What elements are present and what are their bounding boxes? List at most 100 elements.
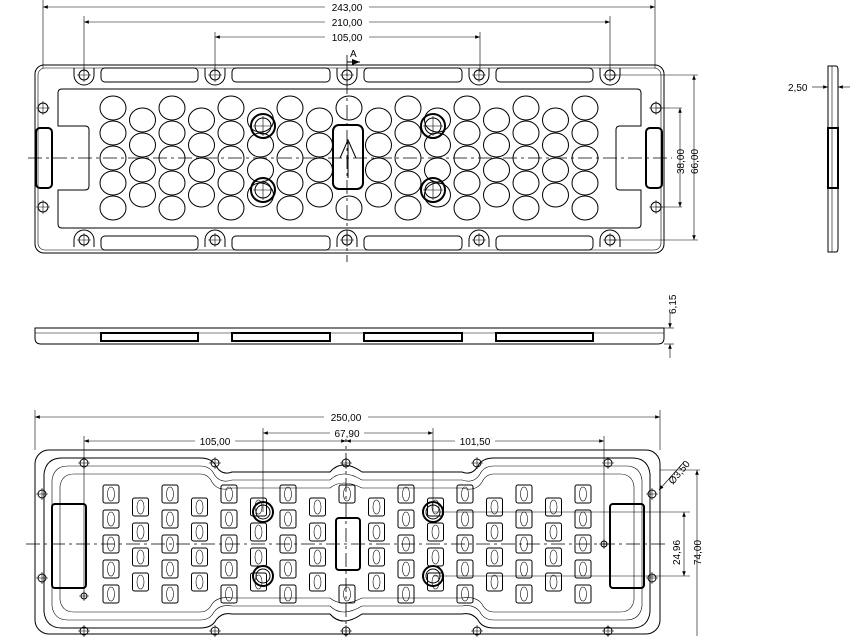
port-slot-icon: [166, 536, 174, 552]
port-slot-icon: [431, 524, 440, 540]
cable-port-circle: [99, 120, 127, 146]
cable-port-circle: [335, 195, 363, 221]
mount-hole-icon-cross: [471, 457, 483, 469]
port-slot-icon: [166, 511, 174, 527]
mount-hole-icon-cross: [471, 625, 483, 637]
cable-port-circle: [453, 95, 481, 121]
boss-ring: [250, 113, 276, 139]
cable-port-circle: [188, 132, 215, 158]
port-square: [545, 497, 562, 517]
port-square: [368, 547, 385, 567]
cable-port-circle: [571, 170, 599, 196]
port-slot-icon: [461, 586, 469, 602]
cable-port-circle: [276, 170, 304, 196]
port-slot-icon: [402, 561, 410, 577]
cable-port-circle: [158, 195, 186, 221]
port-slot-icon: [549, 524, 558, 540]
port-slot-icon: [490, 499, 499, 515]
dim-38: 38,00: [676, 149, 687, 174]
port-square: [250, 497, 267, 517]
boss-ring: [250, 177, 276, 203]
bottom-outer-outline: [34, 449, 661, 635]
port-square: [397, 559, 415, 579]
port-square: [574, 584, 592, 604]
cable-port-circle: [571, 95, 599, 121]
cable-port-circle: [188, 182, 215, 208]
front-slot: [495, 332, 594, 342]
boss-ring: [420, 177, 446, 203]
cable-port-circle: [394, 195, 422, 221]
port-square: [574, 484, 592, 504]
port-square: [279, 584, 297, 604]
cable-port-circle: [247, 132, 274, 158]
port-square: [102, 484, 120, 504]
port-square: [191, 522, 208, 542]
cable-port-circle: [512, 120, 540, 146]
port-slot-icon: [136, 574, 145, 590]
port-slot-icon: [431, 499, 440, 515]
port-slot-icon: [225, 561, 233, 577]
port-slot-icon: [579, 486, 587, 502]
bottom-right-handle-slot: [609, 503, 645, 589]
top-slot: [100, 67, 199, 83]
cable-port-circle: [306, 107, 333, 133]
port-square: [191, 572, 208, 592]
boss-hole-icon-cross: [253, 116, 273, 136]
top-outer-inner-outline: [37, 67, 662, 251]
port-slot-icon: [166, 486, 174, 502]
cable-port-circle: [217, 195, 245, 221]
cable-port-circle: [483, 182, 510, 208]
port-square: [161, 484, 179, 504]
dim-250: 250,00: [331, 413, 362, 424]
port-square: [368, 522, 385, 542]
screw-hole-icon-cross: [472, 68, 486, 82]
port-square: [574, 534, 592, 554]
cable-port-circle: [217, 120, 245, 146]
dim-66: 66,00: [690, 149, 701, 174]
cable-port-circle: [129, 182, 156, 208]
port-slot-icon: [372, 499, 381, 515]
port-square: [397, 484, 415, 504]
port-square: [279, 559, 297, 579]
cable-port-circle: [306, 132, 333, 158]
cable-port-circle: [99, 170, 127, 196]
port-square: [309, 497, 326, 517]
port-slot-icon: [490, 524, 499, 540]
top-slot: [495, 235, 594, 251]
port-slot-icon: [343, 486, 351, 502]
port-slot-icon: [195, 499, 204, 515]
side-mount-hole-icon-cross: [646, 488, 658, 500]
cable-port-circle: [365, 182, 392, 208]
port-slot-icon: [195, 524, 204, 540]
front-slot: [363, 332, 463, 342]
port-slot-icon: [579, 561, 587, 577]
side-screw-hole-icon-cross: [36, 101, 50, 115]
cable-port-circle: [217, 95, 245, 121]
port-square: [338, 584, 356, 604]
screw-hole-icon-cross: [77, 233, 91, 247]
cable-port-circle: [394, 120, 422, 146]
cable-port-circle: [99, 195, 127, 221]
port-slot-icon: [490, 549, 499, 565]
cable-port-circle: [542, 132, 569, 158]
center-slot: [332, 124, 364, 190]
port-slot-icon: [461, 561, 469, 577]
port-slot-icon: [461, 511, 469, 527]
port-square: [486, 572, 503, 592]
mount-hole-icon-cross: [209, 625, 221, 637]
port-square: [132, 547, 149, 567]
port-square: [191, 497, 208, 517]
dim-105: 105,00: [332, 33, 363, 44]
port-square: [515, 509, 533, 529]
port-square: [545, 522, 562, 542]
port-slot-icon: [549, 499, 558, 515]
cable-port-circle: [424, 182, 451, 208]
boss-hole-icon-cross: [423, 116, 443, 136]
cable-port-circle: [542, 107, 569, 133]
bottom-view: 250,00 67,90 105,00 101,50 Ø3,50 24,96 7…: [26, 410, 704, 637]
port-square: [102, 584, 120, 604]
cable-port-circle: [453, 195, 481, 221]
port-slot-icon: [107, 511, 115, 527]
bottom-boss-ring: [252, 565, 274, 587]
port-square: [191, 547, 208, 567]
